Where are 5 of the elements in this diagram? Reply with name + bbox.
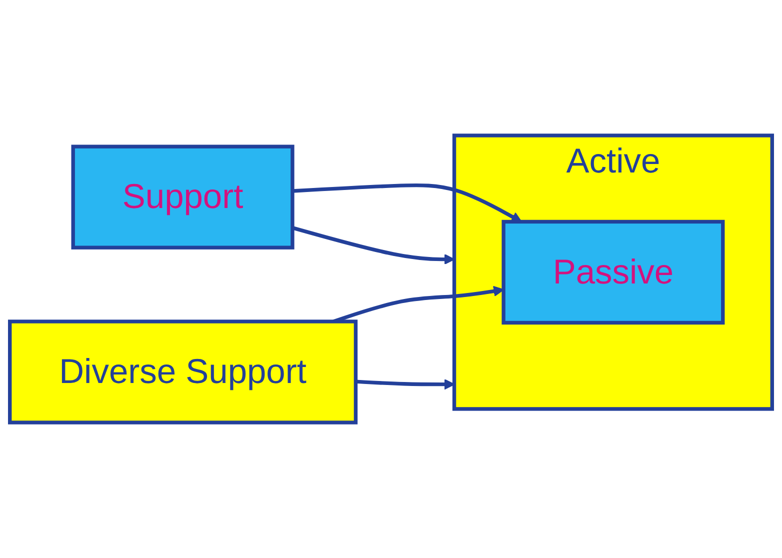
node-box: Passive [502, 220, 725, 325]
node-box: Diverse Support [8, 320, 358, 424]
node-box: Support [71, 144, 294, 250]
arrow [356, 378, 455, 390]
arrow [292, 183, 522, 222]
